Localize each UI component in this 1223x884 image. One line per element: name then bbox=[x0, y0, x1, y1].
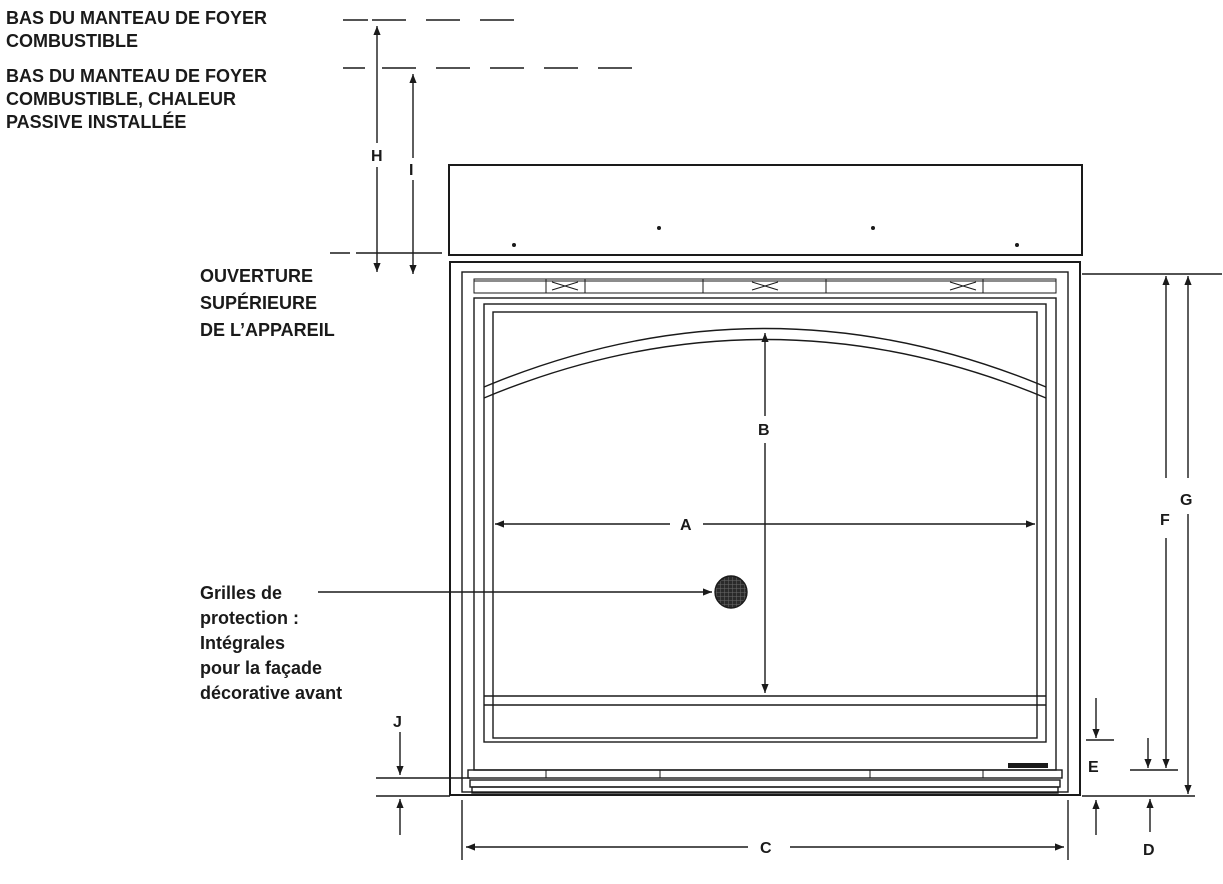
brand-badge bbox=[1008, 763, 1048, 768]
dim-label-d: D bbox=[1143, 842, 1155, 859]
hood-screw-2 bbox=[657, 226, 661, 230]
mantel-reference-lines bbox=[330, 19, 650, 254]
dim-label-b: B bbox=[758, 422, 770, 439]
callout-mantel-bottom: BAS DU MANTEAU DE FOYER COMBUSTIBLE bbox=[6, 8, 272, 51]
dim-label-g: G bbox=[1180, 492, 1192, 509]
dim-label-j: J bbox=[393, 714, 402, 731]
dim-label-i: I bbox=[409, 162, 413, 179]
screen-mesh-icon bbox=[714, 575, 748, 609]
hood-screw-4 bbox=[1015, 243, 1019, 247]
dim-label-h: H bbox=[371, 148, 383, 165]
dim-label-c: C bbox=[760, 840, 772, 857]
callout-top-opening: OUVERTURE SUPÉRIEURE DE L’APPAREIL bbox=[200, 266, 335, 340]
dim-label-e: E bbox=[1088, 759, 1099, 776]
hood-screw-3 bbox=[871, 226, 875, 230]
dim-label-f: F bbox=[1160, 512, 1170, 529]
dimension-lines bbox=[318, 26, 1222, 860]
callout-protection-screens: Grilles de protection : Intégrales pour … bbox=[200, 583, 342, 703]
dim-label-a: A bbox=[680, 517, 692, 534]
hood-screw-1 bbox=[512, 243, 516, 247]
callout-mantel-bottom-passive: BAS DU MANTEAU DE FOYER COMBUSTIBLE, CHA… bbox=[6, 66, 272, 132]
fireplace-hood bbox=[448, 164, 1083, 256]
